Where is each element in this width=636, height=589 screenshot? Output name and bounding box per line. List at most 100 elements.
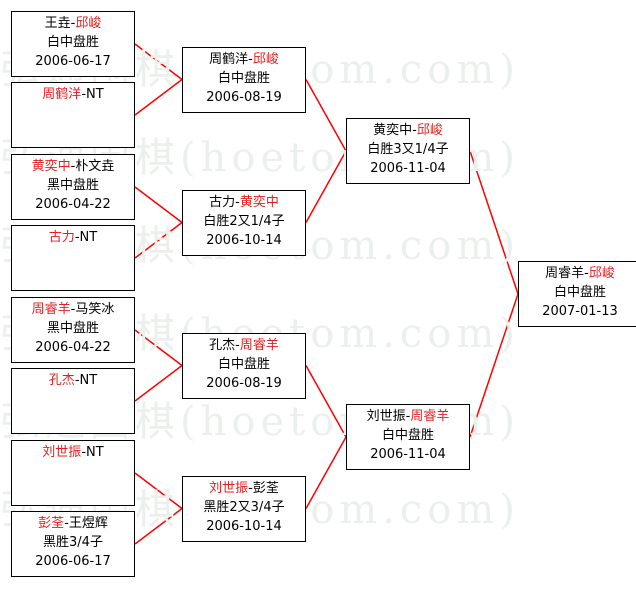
match-result [12, 390, 134, 409]
player-name: 彭荃 [252, 480, 279, 496]
match-date [12, 266, 134, 285]
match-players: 周睿羊-马笑冰 [12, 300, 134, 319]
match-box: 周睿羊-邱峻白中盘胜 2007-01-13 [518, 261, 636, 327]
match-result: 白胜2又1/4子 [203, 213, 285, 229]
player-separator: - [70, 16, 76, 31]
player-separator: - [235, 194, 240, 210]
match-players: 彭荃-王煜辉 [12, 514, 134, 533]
winner-name: 黄奕中 [31, 159, 71, 174]
player-separator: - [74, 373, 80, 388]
match-result: 白中盘胜 [217, 70, 270, 86]
winner-name: 周睿羊 [31, 302, 71, 317]
bracket-connector [134, 507, 183, 545]
match-result [12, 104, 134, 123]
winner-name: 邱峻 [588, 266, 615, 281]
match-result: 黑中盘胜 [46, 321, 99, 336]
bracket-connector [134, 43, 183, 81]
match-date: 2006-10-14 [206, 232, 282, 248]
match-result: 黑胜2又3/4子 [203, 499, 285, 515]
match-players: 黄奕中-邱峻 [347, 121, 469, 140]
player-separator: - [74, 230, 80, 245]
match-box: 黄奕中-朴文垚黑中盘胜 2006-04-22 [11, 154, 135, 220]
player-separator: - [405, 409, 411, 424]
winner-name: 孔杰 [48, 373, 75, 388]
player-name: 古力 [209, 194, 236, 210]
bracket-connector [305, 436, 347, 509]
match-date: 2006-10-14 [206, 518, 282, 534]
match-box: 王垚-邱峻白中盘胜 2006-06-17 [11, 11, 135, 77]
bracket-connector [305, 79, 347, 152]
match-result [12, 462, 134, 481]
match-date: 2006-06-17 [35, 54, 111, 69]
winner-name: 邱峻 [75, 16, 102, 31]
winner-name: 邱峻 [416, 123, 443, 138]
player-separator: - [64, 516, 69, 531]
player-separator: - [81, 445, 87, 460]
player-separator: - [248, 480, 253, 496]
bracket-connector [469, 150, 519, 295]
match-result: 白中盘胜 [381, 428, 434, 443]
bracket-connector [134, 364, 183, 402]
player-name: 黄奕中 [373, 123, 413, 138]
match-date: 2006-08-19 [206, 375, 282, 391]
bracket-connector [134, 221, 183, 259]
player-name: 朴文垚 [75, 159, 115, 174]
match-date: 2007-01-13 [542, 304, 618, 319]
player-name: 周鹤洋 [209, 51, 249, 67]
match-players: 周鹤洋-NT [12, 85, 134, 104]
winner-name: 邱峻 [252, 51, 279, 67]
player-name: 孔杰 [209, 337, 236, 353]
match-date: 2006-08-19 [206, 89, 282, 105]
match-players: 古力-黄奕中 [183, 193, 305, 212]
winner-name: 彭荃 [38, 516, 65, 531]
winner-name: 古力 [48, 230, 75, 245]
match-players: 刘世振-NT [12, 443, 134, 462]
match-box: 刘世振-NT [11, 440, 135, 506]
match-players: 王垚-邱峻 [12, 14, 134, 33]
match-result: 黑中盘胜 [46, 178, 99, 193]
match-box: 孔杰-NT [11, 368, 135, 434]
bracket-connector [469, 293, 519, 438]
match-date: 2006-11-04 [370, 447, 446, 462]
bracket-connector [305, 150, 347, 223]
bracket-connector [305, 365, 347, 438]
match-result: 白中盘胜 [46, 35, 99, 50]
match-date: 2006-06-17 [35, 554, 111, 569]
match-box: 刘世振-周睿羊白中盘胜 2006-11-04 [346, 404, 470, 470]
match-result [12, 247, 134, 266]
player-separator: - [248, 51, 253, 67]
match-date: 2006-04-22 [35, 197, 111, 212]
match-players: 古力-NT [12, 228, 134, 247]
player-name: 周睿羊 [545, 266, 585, 281]
bracket-connector [134, 78, 183, 116]
match-box: 古力-黄奕中白胜2又1/4子 2006-10-14 [182, 189, 306, 256]
player-name: NT [79, 373, 98, 388]
winner-name: 刘世振 [42, 445, 82, 460]
match-box: 周鹤洋-邱峻白中盘胜 2006-08-19 [182, 46, 306, 113]
winner-name: 刘世振 [209, 480, 249, 496]
player-separator: - [70, 302, 76, 317]
bracket-connector [134, 186, 183, 224]
match-players: 周睿羊-邱峻 [519, 264, 636, 283]
bracket-connector [134, 472, 183, 510]
match-players: 孔杰-NT [12, 371, 134, 390]
winner-name: 周睿羊 [239, 337, 279, 353]
match-result: 白中盘胜 [217, 356, 270, 372]
player-name: NT [79, 230, 98, 245]
player-separator: - [81, 87, 87, 102]
player-name: 王垚 [44, 16, 71, 31]
player-name: 王煜辉 [68, 516, 108, 531]
match-players: 黄奕中-朴文垚 [12, 157, 134, 176]
match-players: 刘世振-周睿羊 [347, 407, 469, 426]
player-name: NT [86, 87, 104, 102]
match-result: 白中盘胜 [553, 285, 606, 300]
match-date [12, 123, 134, 142]
player-separator: - [412, 123, 417, 138]
match-result: 白胜3又1/4子 [367, 142, 449, 157]
match-players: 刘世振-彭荃 [183, 479, 305, 498]
